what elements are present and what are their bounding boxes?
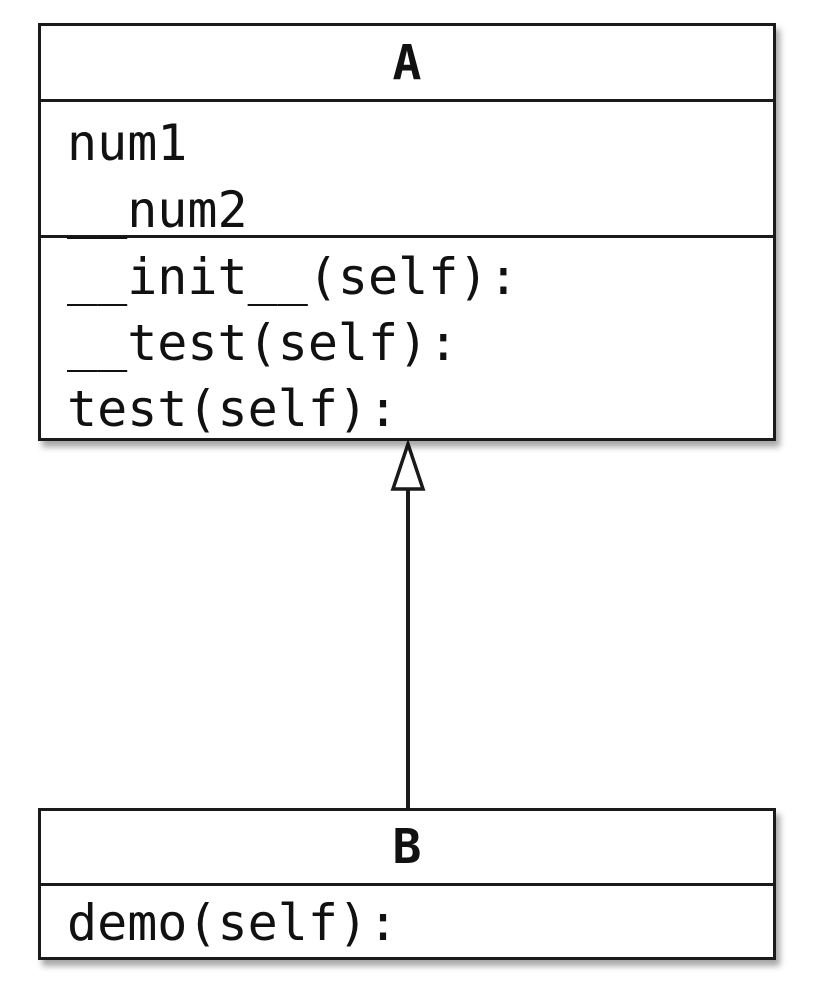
operation-demo: demo(self): <box>67 894 399 952</box>
attribute-private-num2: __num2 <box>67 181 248 239</box>
class-b-box[interactable]: B demo(self): <box>38 808 776 960</box>
class-a-box[interactable]: A num1 __num2 __init__(self): __test(sel… <box>38 23 776 441</box>
class-a-attributes: num1 __num2 <box>41 102 773 239</box>
operation-test: test(self): <box>67 380 399 438</box>
operation-private-test: __test(self): <box>67 314 459 372</box>
operation-init: __init__(self): <box>67 248 519 306</box>
class-a-name: A <box>41 26 773 102</box>
class-a-operations: __init__(self): __test(self): test(self)… <box>41 238 773 442</box>
class-b-name: B <box>41 811 773 886</box>
attribute-num1: num1 <box>67 114 188 172</box>
hollow-triangle-arrowhead-icon <box>390 438 426 491</box>
class-b-operations: demo(self): <box>41 886 773 956</box>
